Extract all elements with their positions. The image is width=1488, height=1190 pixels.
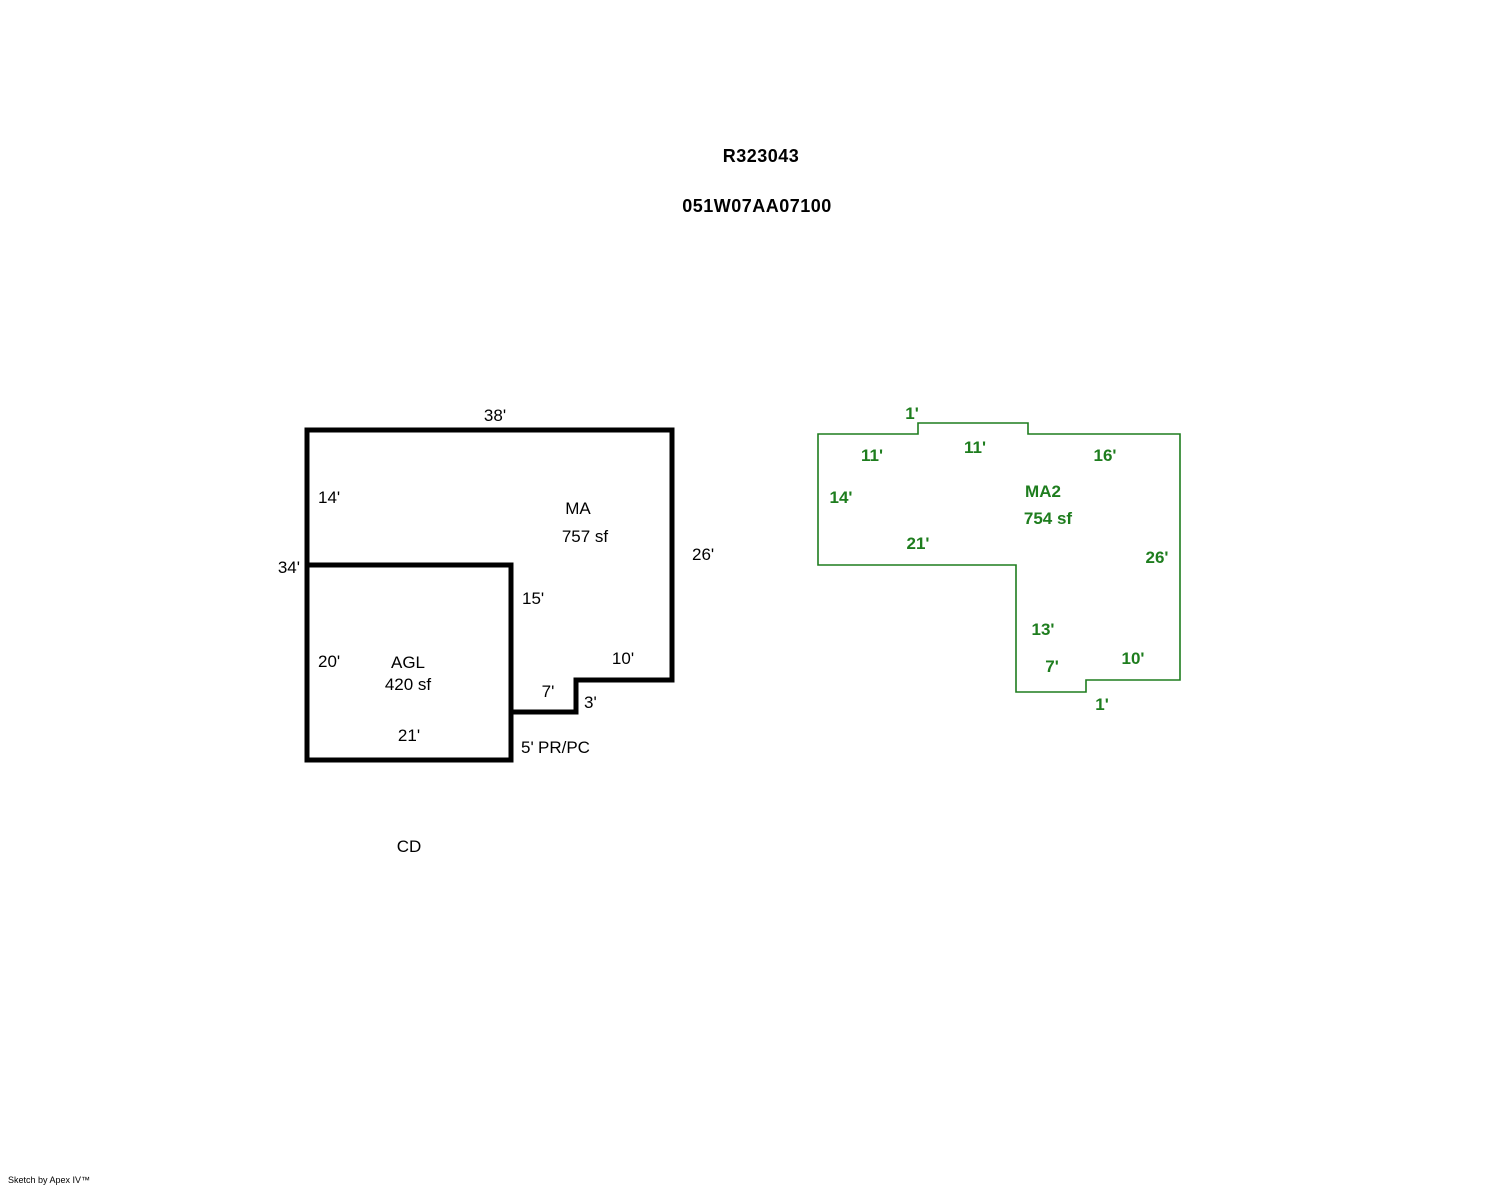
dim-left-upper-14: 14' — [318, 488, 340, 507]
dim-top-38: 38' — [484, 406, 506, 425]
record-id: R323043 — [722, 146, 800, 166]
cd-note: CD — [397, 837, 422, 856]
dim-inner-vertical-15: 15' — [522, 589, 544, 608]
dim-step-horizontal-7: 7' — [542, 682, 555, 701]
sub-dim-bottom-21: 21' — [398, 726, 420, 745]
sub-dim-left-20: 20' — [318, 652, 340, 671]
ma2-dim-inner-bottom-21: 21' — [907, 534, 930, 553]
ma2-dim-bottom-right-10: 10' — [1122, 649, 1145, 668]
ma-area-label: MA — [565, 499, 591, 518]
dim-right-26: 26' — [692, 545, 714, 564]
agl-outline — [304, 562, 514, 763]
ma2-dim-step-horizontal-7: 7' — [1045, 657, 1059, 676]
ma2-dim-top-left-11: 11' — [861, 446, 883, 465]
porch-label: PR/PC — [538, 738, 590, 757]
ma2-dim-top-notch-1: 1' — [905, 404, 919, 423]
ma2-area-label: MA2 — [1025, 482, 1061, 501]
apex-credit: Sketch by Apex IV™ — [8, 1175, 91, 1185]
dim-bottom-right-10: 10' — [612, 649, 634, 668]
ma-area-sf: 757 sf — [562, 527, 609, 546]
agl-area-label: AGL — [391, 653, 425, 672]
parcel-id: 051W07AA07100 — [682, 196, 832, 216]
agl-area-sf: 420 sf — [385, 675, 432, 694]
dim-left-total-34: 34' — [278, 558, 300, 577]
ma-outline — [304, 427, 675, 715]
ma2-dim-inner-vertical-13: 13' — [1032, 620, 1055, 639]
dim-step-vertical-3: 3' — [584, 693, 597, 712]
dim-porch-5: 5' — [521, 738, 534, 757]
ma2-dim-top-mid-11: 11' — [964, 438, 986, 457]
ma2-dim-left-14: 14' — [830, 488, 853, 507]
ma2-dim-bottom-notch-1: 1' — [1095, 695, 1109, 714]
ma2-dim-top-right-16: 16' — [1094, 446, 1117, 465]
ma2-outline — [817, 422, 1181, 693]
ma2-area-sf: 754 sf — [1024, 509, 1073, 528]
ma2-dim-right-26: 26' — [1146, 548, 1169, 567]
